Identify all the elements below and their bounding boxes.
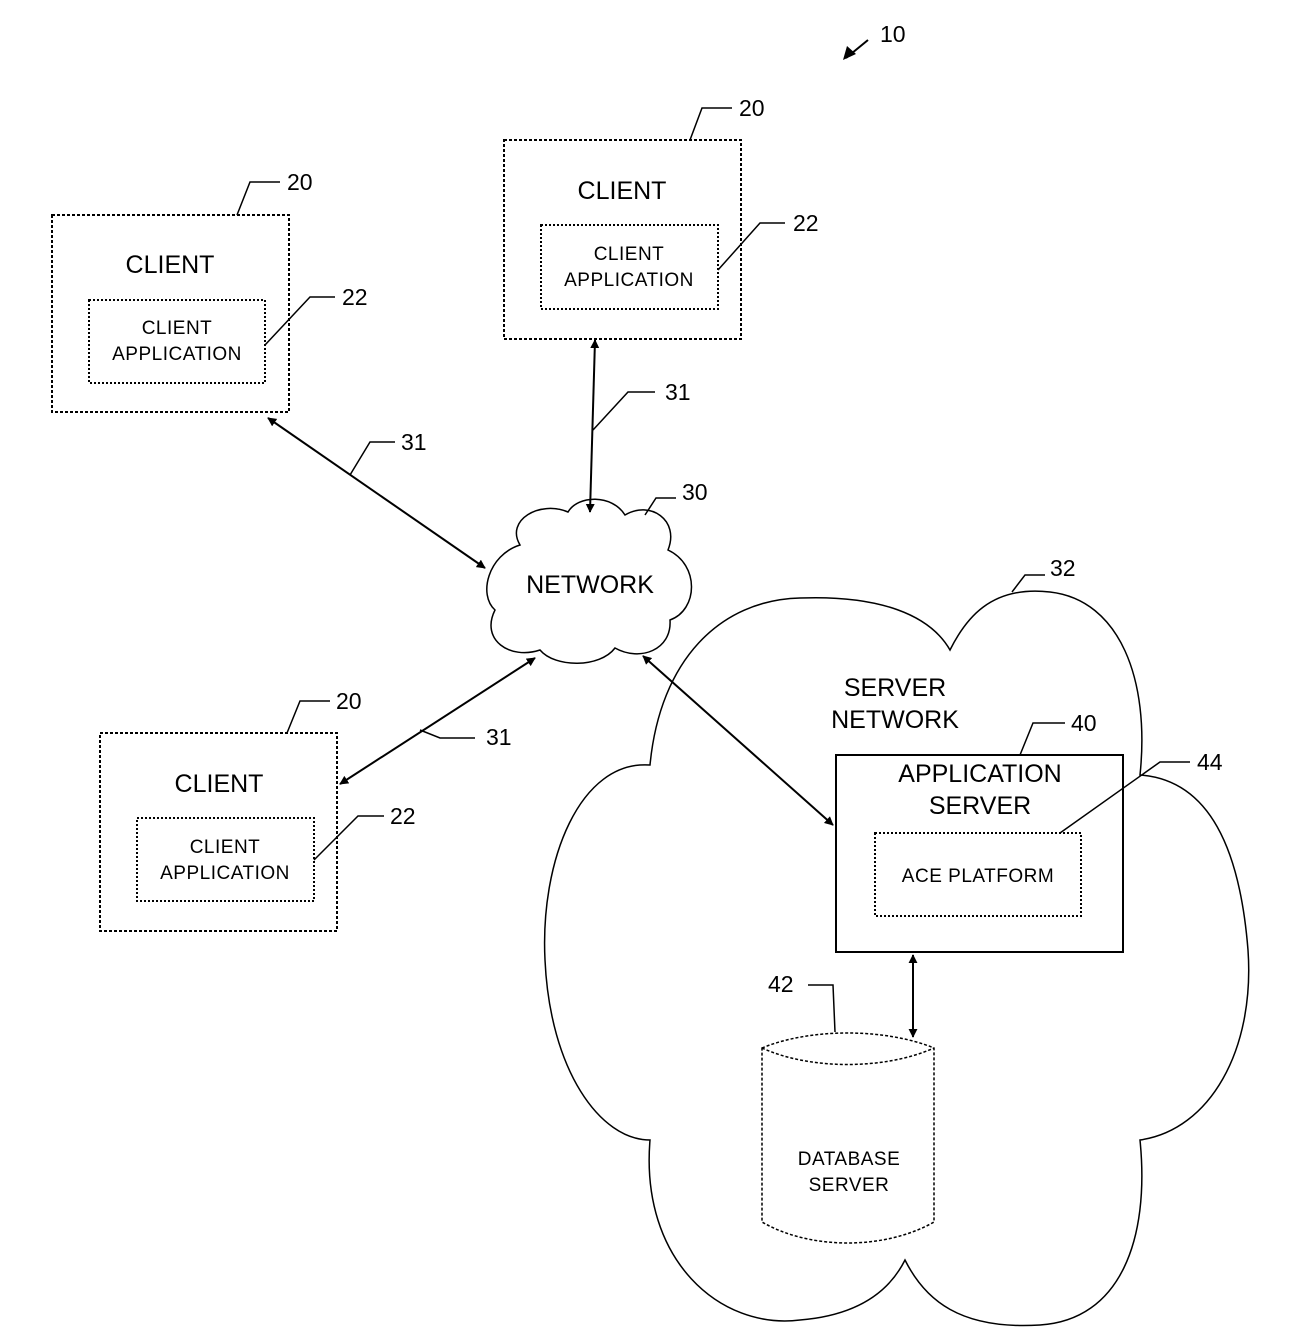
client-application-box: [137, 818, 314, 901]
link-top-left: 31: [268, 418, 485, 568]
link-ref-leader: [350, 442, 395, 475]
database-ref-leader: [808, 985, 835, 1032]
database-label-2: SERVER: [809, 1175, 890, 1196]
client-application-box: [89, 300, 265, 383]
server-network-leader: [1012, 575, 1045, 592]
link-ref: 31: [665, 379, 691, 405]
client-app-ref: 22: [342, 284, 368, 310]
link-arrow: [268, 418, 485, 568]
network-ref: 30: [682, 479, 708, 505]
client-label: CLIENT: [126, 251, 215, 279]
link-arrow: [590, 340, 595, 512]
client-bottom-left: 20 CLIENT CLIENT APPLICATION 22: [100, 688, 416, 931]
figure-ref-arrowhead: [843, 46, 856, 60]
client-application-box: [541, 225, 718, 309]
database-server: 42 DATABASE SERVER: [762, 971, 934, 1243]
client-top-center: 20 CLIENT CLIENT APPLICATION 22: [504, 95, 819, 339]
server-network-ref: 32: [1050, 555, 1076, 581]
client-ref-leader: [287, 701, 330, 733]
client-app-line-2: APPLICATION: [160, 863, 290, 884]
client-ref: 20: [336, 688, 362, 714]
client-top-left: 20 CLIENT CLIENT APPLICATION 22: [52, 169, 368, 412]
client-ref-leader: [690, 108, 732, 140]
client-app-ref-leader: [718, 223, 785, 270]
client-app-line-1: CLIENT: [594, 244, 665, 265]
database-label-1: DATABASE: [798, 1149, 901, 1170]
client-app-ref-leader: [314, 816, 384, 860]
app-server-label-1: APPLICATION: [898, 760, 1061, 788]
client-app-line-2: APPLICATION: [112, 344, 242, 365]
network-label: NETWORK: [526, 571, 654, 599]
link-arrow: [340, 658, 535, 784]
client-label: CLIENT: [175, 770, 264, 798]
link-top-center: 31: [590, 340, 691, 512]
server-network-label-2: NETWORK: [831, 706, 959, 734]
database-top-rim: [762, 1048, 934, 1065]
client-ref-leader: [237, 182, 280, 215]
link-ref: 31: [401, 429, 427, 455]
client-app-line-1: CLIENT: [142, 318, 213, 339]
link-ref-leader: [420, 730, 475, 738]
client-app-ref: 22: [390, 803, 416, 829]
client-ref: 20: [287, 169, 313, 195]
ace-platform-ref: 44: [1197, 749, 1223, 775]
figure-reference: 10: [843, 21, 906, 60]
client-label: CLIENT: [578, 177, 667, 205]
app-server-ref: 40: [1071, 710, 1097, 736]
client-app-ref: 22: [793, 210, 819, 236]
network-leader: [645, 498, 676, 515]
client-ref: 20: [739, 95, 765, 121]
server-network-label-1: SERVER: [844, 674, 946, 702]
server-network-cloud: 32 SERVER NETWORK: [545, 555, 1249, 1326]
figure-ref-label: 10: [880, 21, 906, 47]
link-ref-leader: [593, 392, 655, 430]
client-app-line-2: APPLICATION: [564, 270, 694, 291]
ace-platform-ref-leader: [1060, 762, 1190, 833]
network-to-app-server-link: [643, 656, 833, 825]
link-bottom-left: 31: [340, 658, 535, 784]
app-server-label-2: SERVER: [929, 792, 1031, 820]
database-ref: 42: [768, 971, 794, 997]
network-cloud: 30 NETWORK: [487, 479, 708, 663]
application-server: 40 APPLICATION SERVER ACE PLATFORM 44: [836, 710, 1223, 952]
link-ref: 31: [486, 724, 512, 750]
ace-platform-label: ACE PLATFORM: [902, 866, 1054, 887]
client-app-line-1: CLIENT: [190, 837, 261, 858]
app-server-ref-leader: [1020, 723, 1065, 755]
client-app-ref-leader: [265, 297, 335, 345]
database-cylinder: [762, 1033, 934, 1243]
